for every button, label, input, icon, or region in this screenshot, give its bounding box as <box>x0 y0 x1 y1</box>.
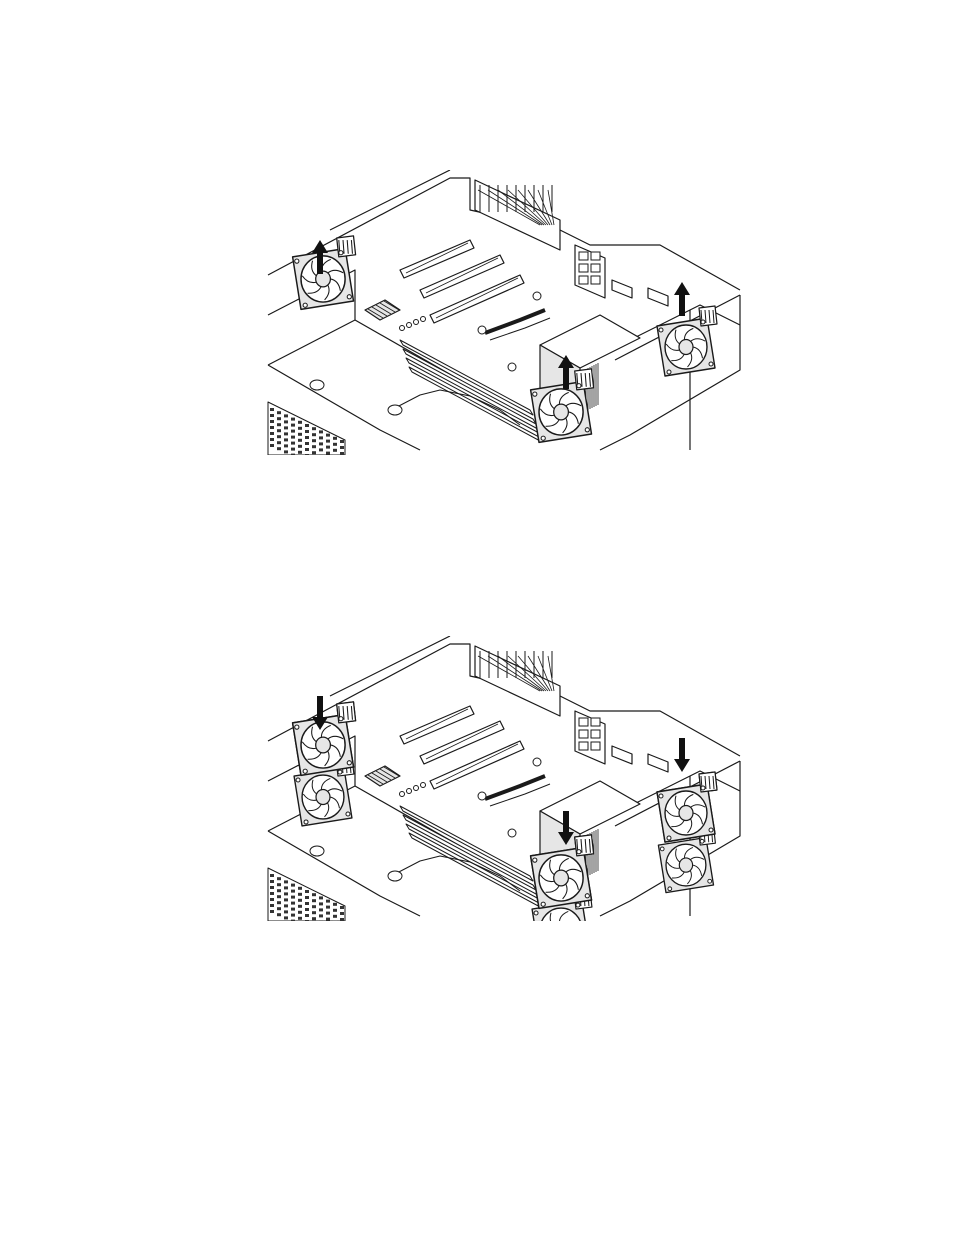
server-chassis-diagram <box>0 636 954 921</box>
front-vent-grille <box>268 868 345 921</box>
system-fan-top-2 <box>657 772 717 842</box>
cable-clip <box>388 871 402 881</box>
dimm-slots <box>400 783 543 909</box>
direction-arrow-2 <box>674 738 690 772</box>
dimm-slots <box>400 317 543 443</box>
chassis-rear-rail <box>330 170 450 230</box>
server-chassis-diagram <box>0 170 954 455</box>
chassis-standoff <box>310 846 324 856</box>
cable-clip <box>388 405 402 415</box>
fan-installation-illustration <box>0 636 954 921</box>
system-fan-2 <box>657 306 717 376</box>
chassis-rear-rail <box>330 636 450 696</box>
system-fan-top-1 <box>293 702 356 776</box>
chipset-heatsink <box>365 300 400 320</box>
front-vent-grille <box>268 402 345 455</box>
chassis-standoff <box>310 380 324 390</box>
fan-removal-illustration <box>0 170 954 455</box>
chipset-heatsink <box>365 766 400 786</box>
